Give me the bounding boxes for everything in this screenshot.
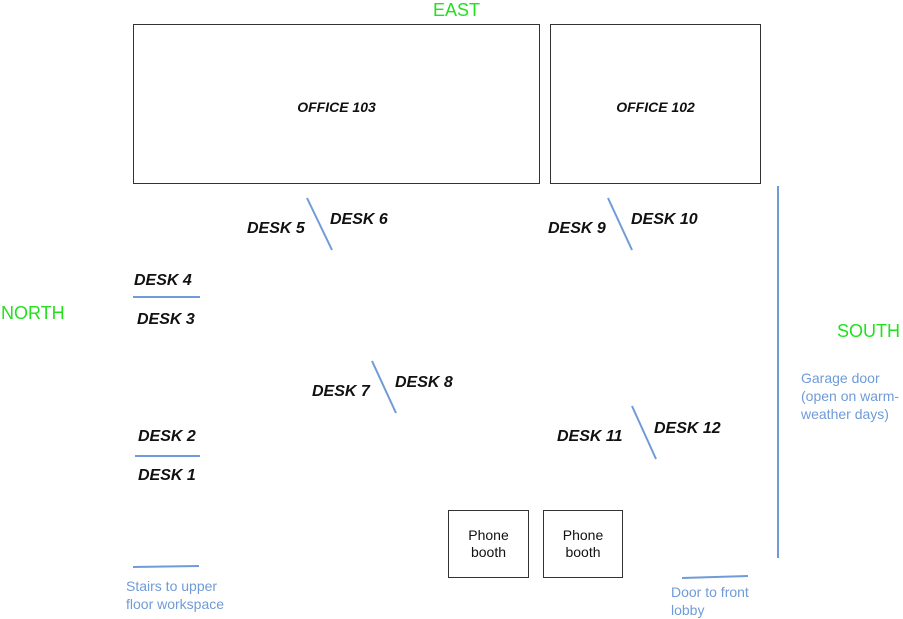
phone-booth-2: Phone booth <box>543 510 623 578</box>
desk-5-6-divider <box>306 197 333 251</box>
stairs-note: Stairs to upper floor workspace <box>126 578 225 612</box>
office-102-label: OFFICE 102 <box>616 99 695 115</box>
desk-1-label: DESK 1 <box>138 467 196 484</box>
desk-8-label: DESK 8 <box>395 374 453 391</box>
desk-9-label: DESK 9 <box>548 220 606 237</box>
phone-booth-1-label: Phone booth <box>468 527 509 560</box>
desk-9-10-divider <box>607 197 633 251</box>
front-door-note: Door to front lobby <box>671 584 749 618</box>
office-103-label: OFFICE 103 <box>297 99 376 115</box>
front-door-line <box>681 575 749 579</box>
desk-6-label: DESK 6 <box>330 211 388 228</box>
desk-11-label: DESK 11 <box>557 428 623 445</box>
desk-11-12-divider <box>631 405 657 460</box>
desk-7-label: DESK 7 <box>312 383 370 400</box>
compass-north-label: NORTH <box>1 303 65 323</box>
desk-12-label: DESK 12 <box>654 420 721 437</box>
office-103: OFFICE 103 <box>133 24 540 184</box>
desk-2-label: DESK 2 <box>138 428 196 445</box>
office-102: OFFICE 102 <box>550 24 761 184</box>
compass-east-label: EAST <box>433 0 481 20</box>
desk-3-label: DESK 3 <box>137 311 195 328</box>
desk-10-label: DESK 10 <box>631 211 698 228</box>
compass-south-label: SOUTH <box>837 321 900 341</box>
desk-5-label: DESK 5 <box>247 220 305 237</box>
phone-booth-1: Phone booth <box>448 510 529 578</box>
desk-7-8-divider <box>371 360 397 414</box>
phone-booth-2-label: Phone booth <box>562 527 604 560</box>
garage-door-note: Garage door (open on warm-weather days) <box>801 370 900 422</box>
desk-4-label: DESK 4 <box>134 272 192 289</box>
stairs-line <box>132 565 200 568</box>
